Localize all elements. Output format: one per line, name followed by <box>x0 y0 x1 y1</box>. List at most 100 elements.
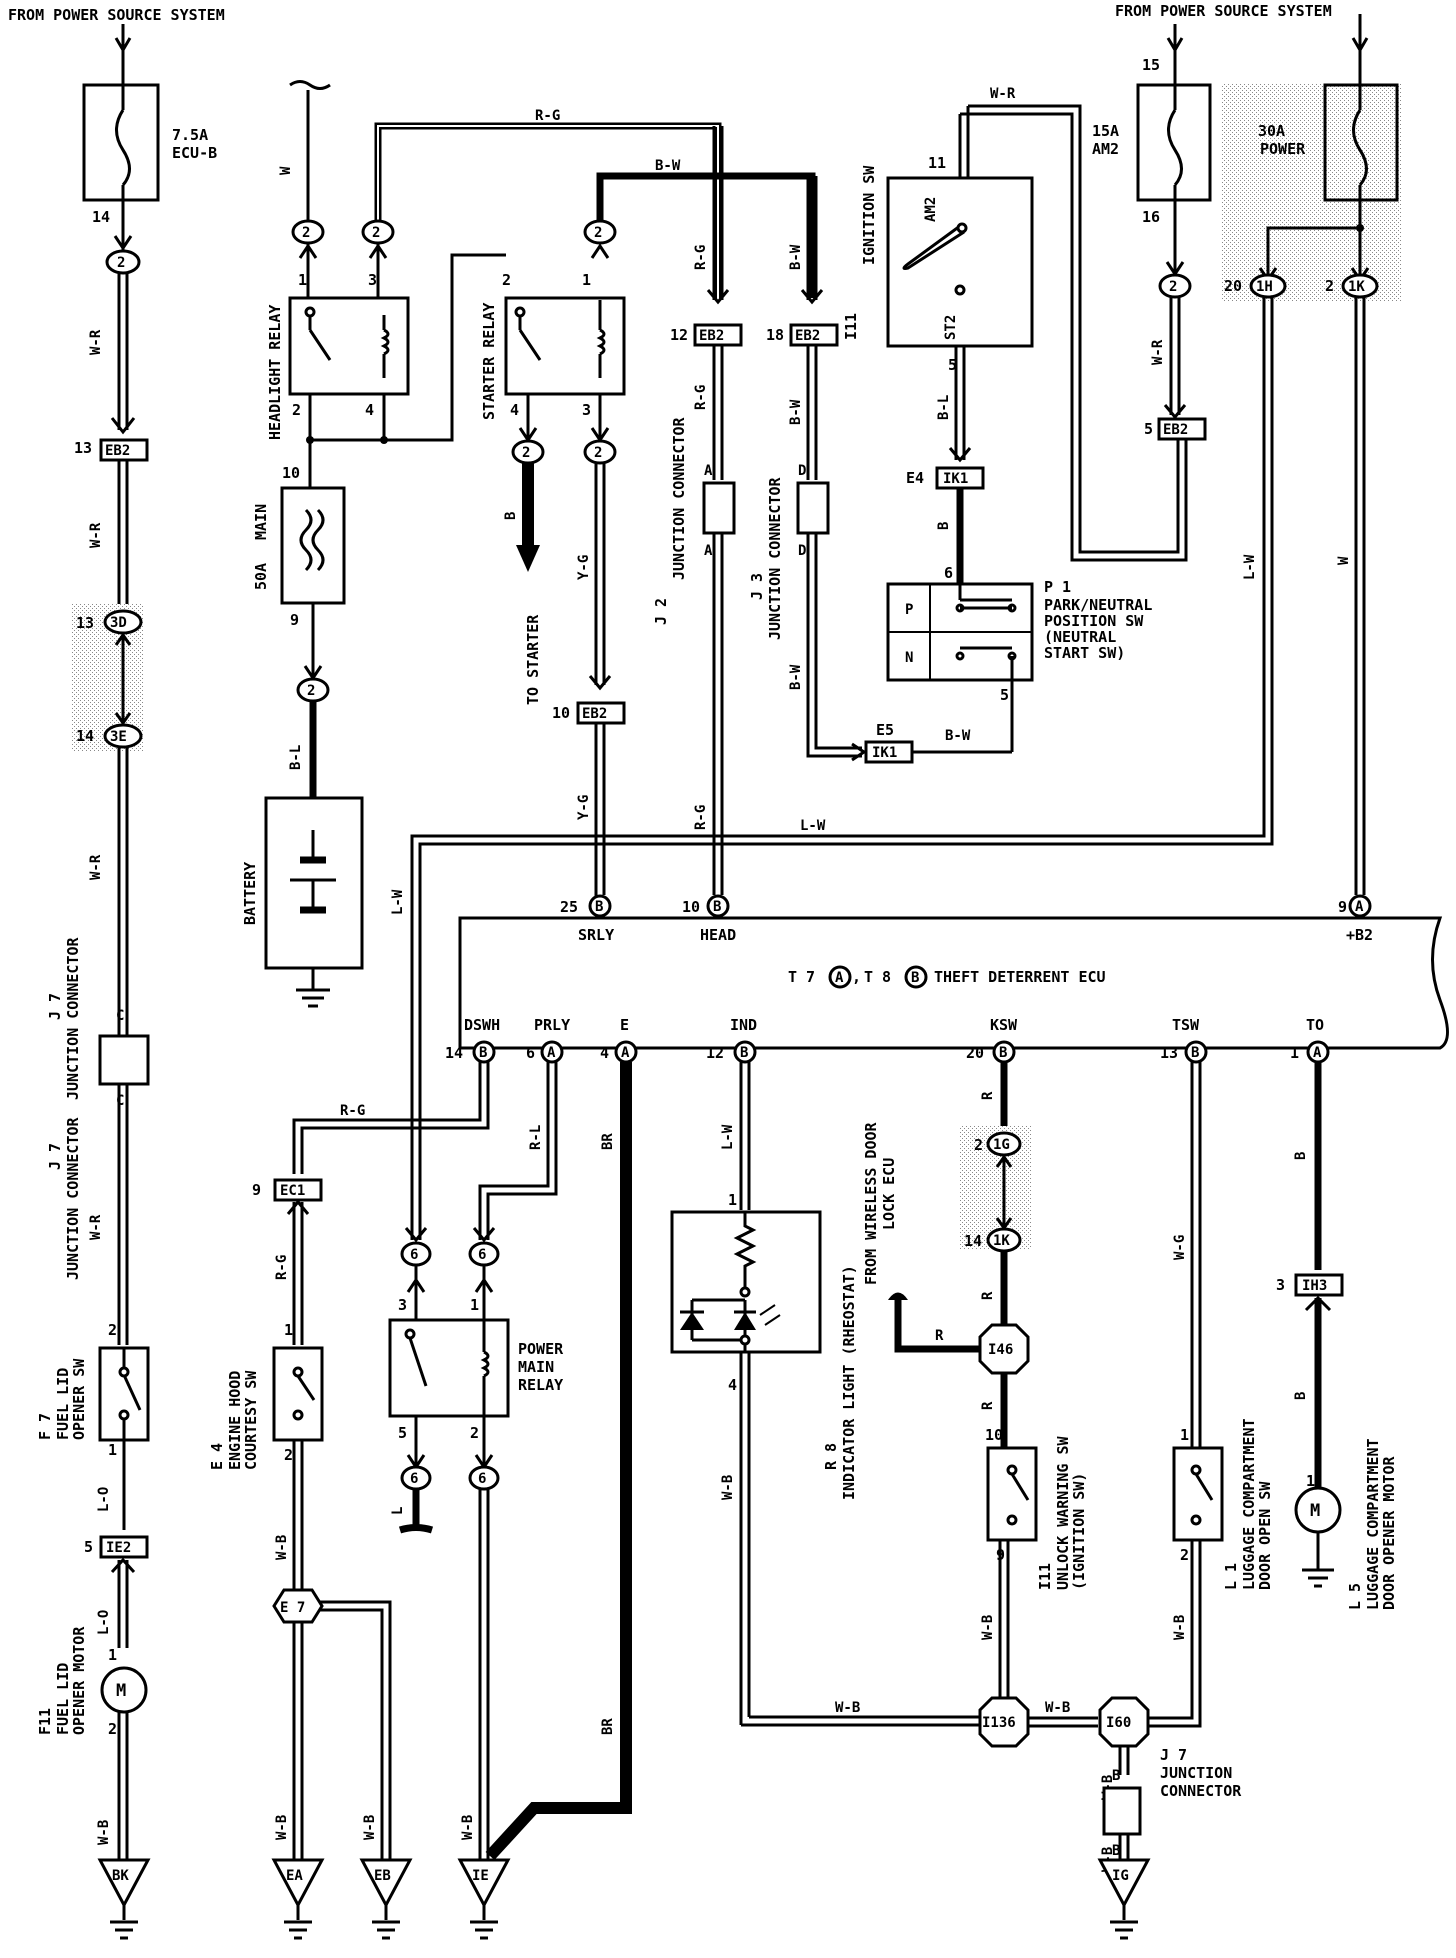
l5-id: L 5 <box>1346 1583 1364 1610</box>
connector-2-left <box>105 249 141 275</box>
j7-left-junction <box>98 1034 150 1086</box>
prly-conn-6d-label: 6 <box>478 1471 486 1487</box>
e4-label: E4 <box>906 469 924 487</box>
j2-id: J 2 <box>652 598 670 625</box>
prly-conn-6b-label: 6 <box>478 1247 486 1263</box>
headlight-pin-3: 3 <box>368 271 377 289</box>
lug-motor-pin-1: 1 <box>1306 1472 1315 1490</box>
l1-id: L 1 <box>1222 1563 1240 1590</box>
connector-ih3-label: IH3 <box>1302 1278 1327 1294</box>
luggage-door-open-sw <box>1172 1446 1224 1542</box>
j3-junction <box>796 481 830 535</box>
wire-r-ksw-3: R <box>980 1401 996 1410</box>
wire-b-pn: B <box>936 522 952 530</box>
connector-3d-label: 3D <box>110 615 127 631</box>
ign-pin-5: 5 <box>948 356 957 374</box>
j7-right-name1: JUNCTION <box>1160 1764 1232 1782</box>
ecu-title-b: B <box>911 970 919 986</box>
lug-motor-m: M <box>1310 1501 1320 1521</box>
j2-a-top: A <box>704 463 713 479</box>
main-fuse-pin-10: 10 <box>282 464 300 482</box>
headlight-pin-4: 4 <box>365 401 374 419</box>
wire-yg-label-2: Y-G <box>576 795 592 820</box>
connector-eb2-left <box>99 438 149 462</box>
wire-b-to-1: B <box>1293 1152 1309 1160</box>
wire-wb-i136: W-B <box>1045 1700 1070 1716</box>
prly-conn-6c-label: 6 <box>410 1471 418 1487</box>
pin-12-eb2: 12 <box>670 326 688 344</box>
ecu-pin-12: 12 <box>706 1044 724 1062</box>
ecu-pin-20: 20 <box>966 1044 984 1062</box>
connector-ie2 <box>99 1535 149 1559</box>
wire-lw-1h: L-W <box>1242 554 1258 580</box>
wire-lw-horizontal: L-W <box>800 818 826 834</box>
power-name: POWER <box>1260 140 1306 158</box>
wire-bw-label-j3b: B-W <box>788 399 804 425</box>
pin-5-eb2-right: 5 <box>1144 420 1153 438</box>
e5-label: E5 <box>876 721 894 739</box>
r8-id: R 8 <box>822 1443 840 1470</box>
l1-line2: DOOR OPEN SW <box>1256 1481 1274 1590</box>
headlight-conn-2b-label: 2 <box>372 225 380 241</box>
prly-name-1: POWER <box>518 1340 564 1358</box>
prly-pin-1: 1 <box>470 1296 479 1314</box>
connector-eb2-yg-label: EB2 <box>582 706 607 722</box>
i11-unlock-id: I11 <box>1036 1563 1054 1590</box>
connector-e7-label: E 7 <box>280 1600 305 1616</box>
main-fuse-name: MAIN <box>252 504 270 540</box>
main-fuse-amp: 50A <box>252 563 270 590</box>
connector-e7 <box>272 1588 324 1624</box>
wire-wb-ind-h: W-B <box>835 1700 860 1716</box>
f7-line2: OPENER SW <box>70 1358 88 1440</box>
ground-bk-label: BK <box>112 1868 129 1884</box>
e4-line1: ENGINE HOOD <box>226 1371 244 1470</box>
e4-line2: COURTESY SW <box>242 1370 260 1470</box>
headlight-relay-label: HEADLIGHT RELAY <box>266 305 284 440</box>
ecu-pin-10-conn <box>706 894 730 918</box>
pin-5-ie2: 5 <box>84 1538 93 1556</box>
ecu-pin-10-conn-label: B <box>713 899 721 915</box>
ecu-pin-25: 25 <box>560 898 578 916</box>
am2-pin-15: 15 <box>1142 56 1160 74</box>
wire-b-starter: B <box>503 512 519 520</box>
wire-wb-label-bk: W-B <box>96 1820 112 1845</box>
starter-conn-2-out2-label: 2 <box>594 445 602 461</box>
wire-bl-label: B-L <box>288 745 304 770</box>
prly-pin-5: 5 <box>398 1424 407 1442</box>
ground-ig <box>1097 1858 1151 1909</box>
wire-r-ksw-2: R <box>980 1291 996 1300</box>
r8-line1: INDICATOR LIGHT (RHEOSTAT) <box>840 1265 858 1500</box>
ecu-pin-14: 14 <box>445 1044 463 1062</box>
ecu-pin-13-conn: B <box>1191 1045 1199 1061</box>
wire-lo-label-1: L-O <box>96 1487 112 1512</box>
connector-1k-lower-label: 1K <box>993 1233 1010 1249</box>
ign-st2-label: ST2 <box>943 315 959 340</box>
headlight-conn-2a-label: 2 <box>302 225 310 241</box>
l5-line2: DOOR OPENER MOTOR <box>1380 1456 1398 1610</box>
wire-w-headlight: W <box>278 166 294 175</box>
prly-name-3: RELAY <box>518 1376 563 1394</box>
am2-pin-16: 16 <box>1142 208 1160 226</box>
ecu-pin-4: 4 <box>600 1044 609 1062</box>
connector-i46 <box>978 1323 1030 1375</box>
power-amp: 30A <box>1258 122 1285 140</box>
battery-conn-2-label: 2 <box>307 683 315 699</box>
ecu-prly-label: PRLY <box>534 1016 570 1034</box>
ground-ig-label: IG <box>1112 1868 1129 1884</box>
pin-18-eb2: 18 <box>766 326 784 344</box>
prly-conn-6a-label: 6 <box>410 1247 418 1263</box>
theft-deterrent-ecu <box>458 916 1449 1050</box>
ecu-pin-4-conn: A <box>621 1045 630 1061</box>
pn-line1: PARK/NEUTRAL <box>1044 596 1152 614</box>
connector-i60 <box>1098 1696 1150 1748</box>
wire-wb-ind: W-B <box>720 1475 736 1500</box>
wire-bw-label-j3c: B-W <box>788 664 804 690</box>
j3-name: JUNCTION CONNECTOR <box>766 476 784 640</box>
pn-p-label: P <box>905 602 913 618</box>
ecu-pin-9-conn-label: A <box>1355 899 1364 915</box>
wire-yg-label-1: Y-G <box>576 555 592 580</box>
ecu-title-a: A <box>835 970 844 986</box>
f7-id: F 7 <box>36 1413 54 1440</box>
pn-n-label: N <box>905 650 913 666</box>
connector-1h <box>1249 273 1287 299</box>
